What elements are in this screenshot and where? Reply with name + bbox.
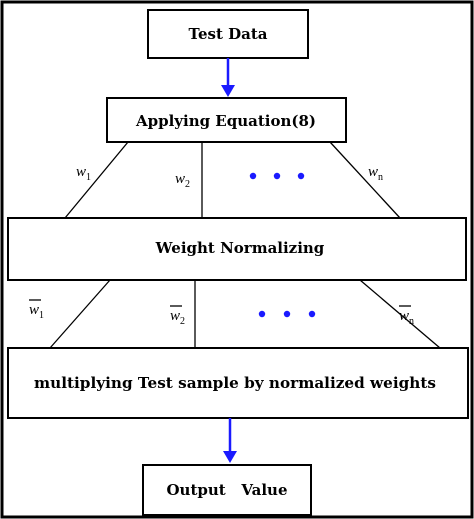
normalized-weight-label-2: w2 <box>170 308 185 327</box>
multiplying-label: multiplying Test sample by normalized we… <box>34 374 436 392</box>
arrowhead-multiplying-to-output <box>223 451 237 463</box>
weight-label-2: w2 <box>175 171 190 190</box>
weight-label-n: wn <box>368 164 383 183</box>
normalized-weight-label-n: wn <box>399 308 414 327</box>
normalized-weight-label-1: w1 <box>29 302 44 321</box>
weight-normalizing-box <box>7 217 467 281</box>
arrowhead-test-data-to-equation <box>221 85 235 97</box>
weight-label-1: w1 <box>76 164 91 183</box>
multiplying-box <box>7 347 469 419</box>
normalized-weight-line-n <box>359 279 441 349</box>
test-data-label: Test Data <box>189 25 268 43</box>
ellipsis-dot-bottom-2 <box>283 310 291 318</box>
applying-equation-box <box>106 97 347 143</box>
ellipsis-dot-top-2 <box>273 172 281 180</box>
ellipsis-dot-top-3 <box>297 172 305 180</box>
ellipsis-dot-bottom-3 <box>308 310 316 318</box>
weight-line-1 <box>64 141 129 219</box>
applying-equation-label: Applying Equation(8) <box>135 112 316 130</box>
ellipsis-dot-bottom-1 <box>258 310 266 318</box>
ellipsis-dot-top-1 <box>249 172 257 180</box>
normalized-weight-line-1 <box>49 279 111 349</box>
output-value-box <box>142 464 312 516</box>
weight-normalizing-label: Weight Normalizing <box>155 239 325 257</box>
weight-line-n <box>329 141 401 219</box>
output-value-label: Output Value <box>166 481 287 499</box>
